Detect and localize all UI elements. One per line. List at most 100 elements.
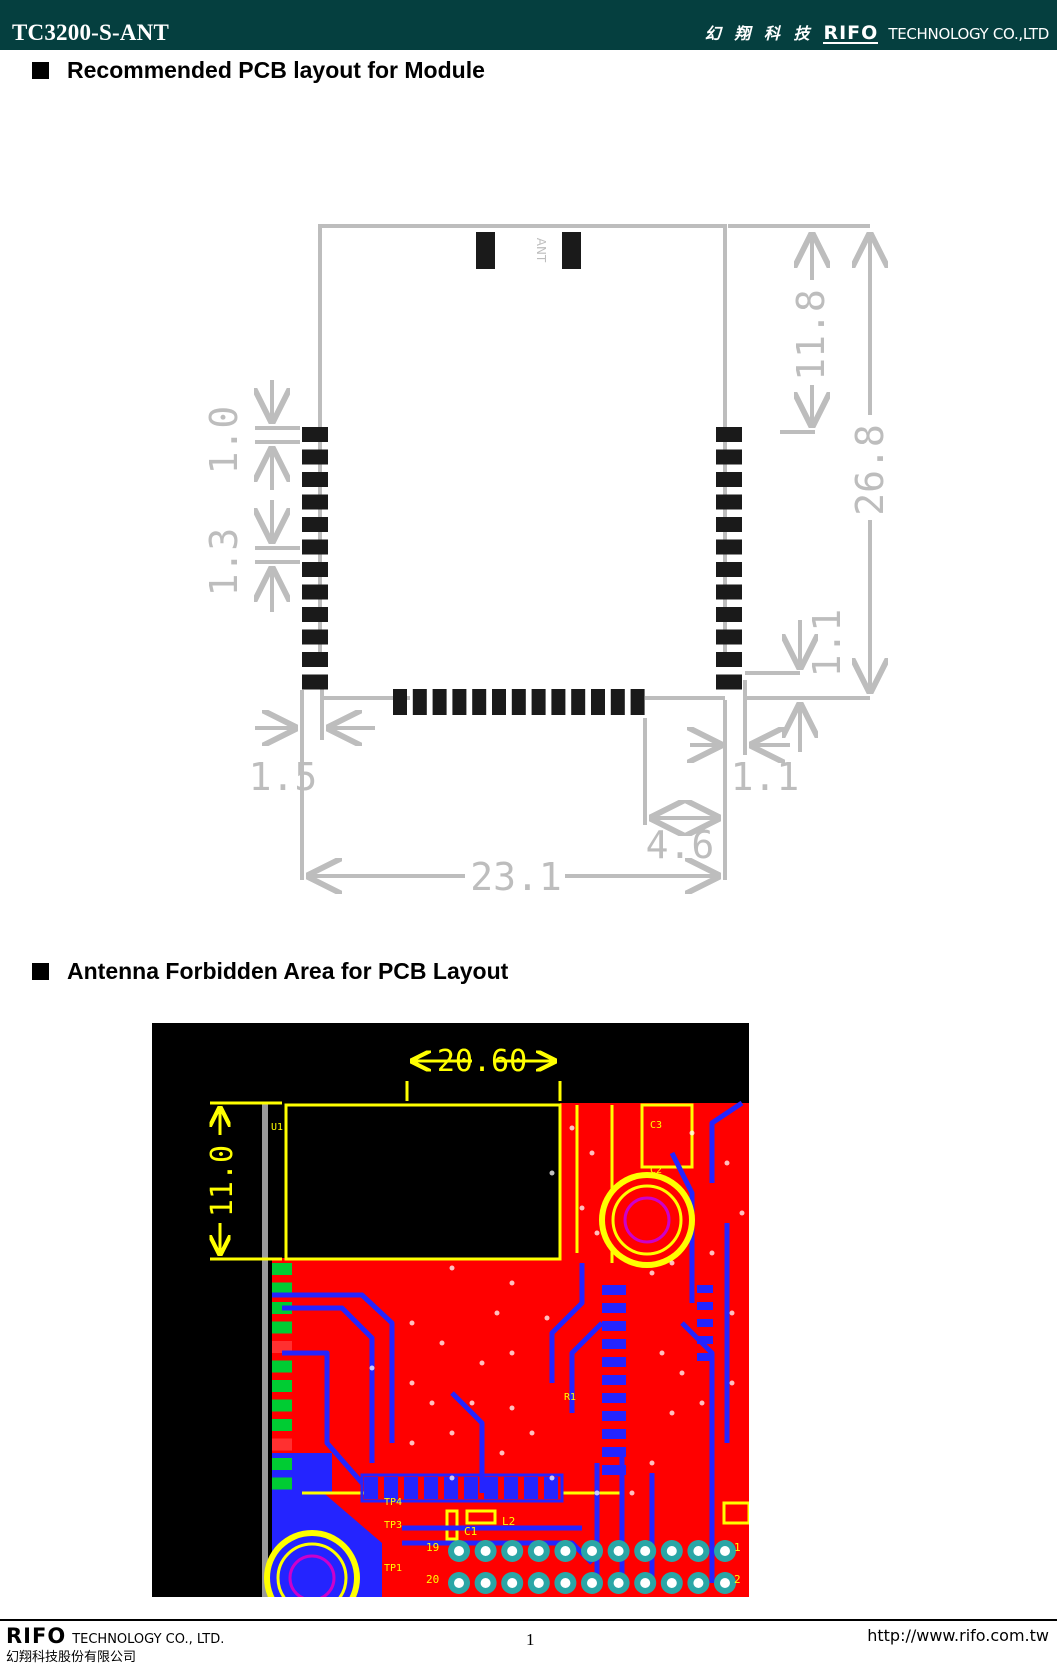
antenna-pad-right xyxy=(562,232,581,269)
via-hole xyxy=(720,1546,730,1556)
pad xyxy=(697,1302,713,1310)
pad xyxy=(302,652,328,667)
right-pad-row xyxy=(716,427,742,690)
pad xyxy=(630,689,645,715)
via xyxy=(709,1250,715,1256)
via-hole xyxy=(533,1546,544,1556)
pad xyxy=(412,689,427,715)
pad xyxy=(472,689,487,715)
pad xyxy=(404,1477,418,1499)
footer-logo: RIFO TECHNOLOGY CO., LTD. xyxy=(6,1624,224,1648)
via xyxy=(669,1260,675,1266)
dim-11-8: 11.8 xyxy=(789,289,833,381)
footer-brand: RIFO xyxy=(6,1624,67,1648)
pad xyxy=(272,1360,292,1373)
via xyxy=(659,1350,665,1356)
pad xyxy=(602,1393,626,1403)
via xyxy=(689,1130,695,1136)
via xyxy=(409,1440,415,1446)
pad xyxy=(302,427,328,442)
company-name-chinese: 幻 翔 科 技 xyxy=(704,24,814,43)
pad xyxy=(602,1465,626,1475)
pad xyxy=(716,472,742,487)
pad xyxy=(602,1429,626,1439)
dim-4-6: 4.6 xyxy=(646,823,715,867)
dim-1-3: 1.3 xyxy=(202,528,246,597)
dim-23-1: 23.1 xyxy=(470,855,562,899)
pin20-label: 20 xyxy=(426,1573,439,1586)
website-link[interactable]: http://www.rifo.com.tw xyxy=(867,1626,1049,1645)
pad xyxy=(484,1477,498,1499)
via xyxy=(569,1125,575,1131)
via-hole xyxy=(693,1546,704,1556)
via-hole xyxy=(480,1578,491,1588)
via-hole xyxy=(480,1546,491,1556)
pad xyxy=(424,1477,438,1499)
pad xyxy=(302,517,328,532)
via xyxy=(589,1150,595,1156)
via xyxy=(594,1490,600,1496)
pad xyxy=(511,689,526,715)
pad xyxy=(364,1477,378,1499)
pad xyxy=(302,607,328,622)
section-heading-antenna-forbidden: Antenna Forbidden Area for PCB Layout xyxy=(32,958,508,985)
pad xyxy=(697,1353,713,1361)
dim-1-1-bottom: 1.1 xyxy=(731,755,800,799)
via xyxy=(509,1405,515,1411)
via xyxy=(429,1400,435,1406)
via-hole xyxy=(560,1546,571,1556)
via-hole xyxy=(560,1578,571,1588)
pad xyxy=(716,494,742,510)
page-number: 1 xyxy=(526,1630,535,1649)
pad xyxy=(602,1285,626,1295)
pad xyxy=(272,1263,292,1275)
pad xyxy=(602,1357,626,1367)
via xyxy=(729,1380,735,1386)
via xyxy=(509,1350,515,1356)
via xyxy=(449,1475,455,1481)
pad xyxy=(602,1339,626,1349)
via xyxy=(479,1360,485,1366)
via-hole xyxy=(666,1578,677,1588)
pad xyxy=(524,1477,538,1499)
tp4-label: TP4 xyxy=(384,1497,402,1508)
section-title: Antenna Forbidden Area for PCB Layout xyxy=(67,958,509,984)
pin19-label: 19 xyxy=(426,1541,439,1554)
via xyxy=(649,1270,655,1276)
pad xyxy=(272,1419,292,1431)
pad xyxy=(393,689,407,715)
pad xyxy=(610,689,625,715)
via-hole xyxy=(454,1546,464,1556)
via-hole xyxy=(613,1546,624,1556)
via xyxy=(579,1205,585,1211)
company-logo: 幻 翔 科 技 RIFO TECHNOLOGY CO.,LTD xyxy=(705,20,1049,44)
company-name-english: TECHNOLOGY CO.,LTD xyxy=(888,25,1049,43)
left-pad-row xyxy=(302,427,328,690)
via xyxy=(409,1380,415,1386)
c3-label: C3 xyxy=(650,1120,662,1131)
pad xyxy=(551,689,566,715)
via xyxy=(369,1365,375,1371)
square-bullet-icon xyxy=(32,963,49,980)
pad xyxy=(716,517,742,532)
u1-label: U1 xyxy=(271,1122,283,1133)
pad xyxy=(697,1319,713,1327)
pad xyxy=(384,1477,398,1499)
via-hole xyxy=(507,1578,518,1588)
via-hole xyxy=(507,1546,518,1556)
l2-label: L2 xyxy=(502,1515,515,1528)
via xyxy=(679,1370,685,1376)
pad xyxy=(697,1285,713,1293)
via xyxy=(439,1340,445,1346)
dim-1-0: 1.0 xyxy=(202,406,246,475)
pad xyxy=(272,1438,292,1451)
pad xyxy=(272,1477,292,1490)
dim-26-8: 26.8 xyxy=(848,424,892,516)
via xyxy=(669,1410,675,1416)
pad xyxy=(272,1458,292,1470)
mounting-hole-bottom xyxy=(264,1530,360,1597)
via xyxy=(549,1170,555,1176)
pad xyxy=(716,629,742,645)
via xyxy=(494,1310,500,1316)
pad xyxy=(504,1477,518,1499)
